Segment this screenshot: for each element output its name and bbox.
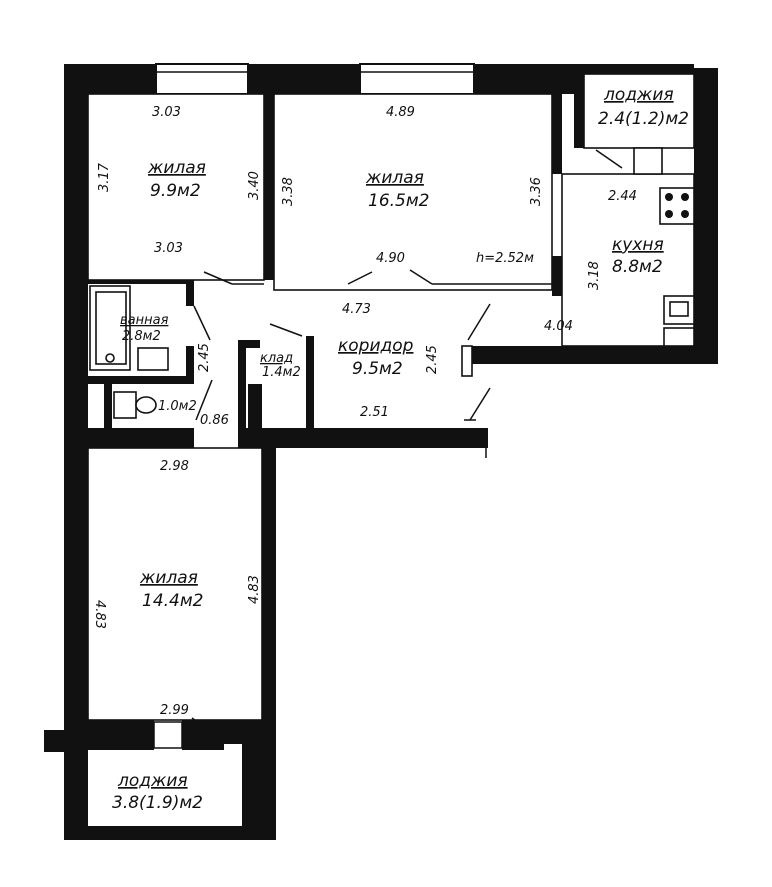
door-kitchen [467,303,491,341]
dim-4-90: 4.90 [376,251,405,266]
kitchen-counter [663,327,695,347]
dim-2-45-right: 2.45 [425,345,440,374]
wall-right [694,68,718,364]
room-name-bedroom-top: жилая [147,158,206,178]
door-loggia-bottom [191,717,223,741]
wall-toilet-left [104,384,112,428]
wall-bath-right-lower [186,346,194,384]
dim-2-44: 2.44 [608,189,637,204]
wall-storage-left [238,340,246,428]
wall-stub-left [44,730,88,752]
room-name-bathroom: ванная [120,313,169,328]
loggia-top-outline [583,73,695,149]
window-living [359,63,475,95]
wall-bedroom-living [264,94,274,280]
room-area-bedroom-bottom: 14.4м2 [142,591,204,611]
room-area-bedroom-top: 9.9м2 [150,181,201,201]
door-living-right [409,269,433,285]
dim-4-89: 4.89 [386,105,415,120]
wall-bath-bottom [88,376,194,384]
window-bedroom [155,63,249,95]
room-area-kitchen: 8.8м2 [612,257,663,277]
wall-living-right [552,94,562,174]
room-area-storage: 1.4м2 [262,365,301,380]
room-area-toilet: 1.0м2 [158,399,197,414]
room-area-living: 16.5м2 [368,191,430,211]
wall-left [64,64,88,720]
fixtures [89,187,695,419]
stove-icon [659,187,695,225]
door-bath [193,305,211,341]
dim-3-18: 3.18 [587,261,602,290]
dim-2-99: 2.99 [160,703,189,718]
room-name-storage: клад [260,351,293,366]
room-name-corridor: коридор [338,336,414,356]
wall-kitchen-bottom [462,346,718,364]
dim-4-83-left: 4.83 [92,600,107,629]
room-area-loggia-bottom: 3.8(1.9)м2 [112,793,203,813]
wall-loggia-bottom-top-right [182,720,224,750]
dimension-labels: 3.03 3.17 3.40 3.03 4.89 3.38 3.36 4.90 … [92,105,637,718]
dim-2-45-left: 2.45 [197,343,212,372]
door-living-left [347,271,373,285]
door-storage [269,323,303,337]
wall-bath-right [186,276,194,306]
bedroom-top-outline [87,93,265,281]
wall-loggia-bottom-top-left [88,720,154,750]
dim-3-17: 3.17 [97,162,112,192]
dim-2-98: 2.98 [160,459,189,474]
room-name-living: жилая [365,168,424,188]
door-entrance [469,387,491,421]
door-bedroom-top [203,271,233,285]
kitchen-vent [633,147,663,175]
door-loggia-top [595,149,623,169]
room-area-corridor: 9.5м2 [352,359,403,379]
dim-0-86: 0.86 [200,413,229,428]
dim-3-03-bottom: 3.03 [154,241,183,256]
room-labels: жилая 9.9м2 жилая 16.5м2 лоджия 2.4(1.2)… [112,85,689,813]
dim-3-38: 3.38 [281,177,296,206]
dim-4-83-right: 4.83 [247,575,262,604]
bedroom-bottom-outline [87,447,263,721]
wall-loggia-bottom-right [242,744,276,840]
dim-3-03-top: 3.03 [152,105,181,120]
wall-top-right [474,64,582,94]
room-name-loggia-top: лоджия [603,85,674,105]
wall-loggia-left [574,68,584,148]
corridor-jamb [461,345,473,377]
dim-3-36: 3.36 [529,177,544,206]
wall-corridor-bottom [238,428,488,448]
wall-storage-top [238,340,260,348]
wall-storage-right [306,336,314,428]
door-toilet [195,379,213,421]
dim-4-73: 4.73 [342,302,371,317]
room-name-loggia-bottom: лоджия [117,771,188,791]
wall-loggia-top [574,64,694,74]
wall-loggia-bottom-base [64,826,276,840]
room-area-bathroom: 2.8м2 [122,329,161,344]
wall-storage-block [248,384,262,428]
dim-3-40: 3.40 [247,171,262,200]
toilet-icon [113,391,137,419]
wall-bedroom-right [262,448,276,720]
room-area-loggia-top: 2.4(1.2)м2 [598,109,689,129]
room-name-bedroom-bottom: жилая [139,568,198,588]
ceiling-height: h=2.52м [476,251,534,266]
living-room-outline [273,93,553,291]
dim-4-04: 4.04 [544,319,573,334]
wall-loggia-bottom-corner [224,720,276,744]
walls [44,63,718,840]
dim-2-51: 2.51 [360,405,389,420]
wall-bedroom-divider [88,428,194,448]
room-name-kitchen: кухня [612,235,664,255]
sink-icon [137,347,169,371]
wall-top-middle [248,64,360,94]
